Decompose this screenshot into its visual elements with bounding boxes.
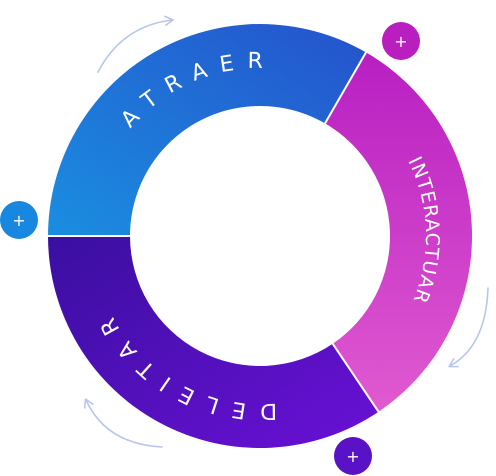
cycle-arrow-bottom-left: [83, 398, 163, 448]
cycle-arrow-top: [97, 15, 174, 73]
segment-divider: [330, 341, 381, 414]
cycle-arrow-right: [448, 287, 489, 368]
expand-button-deleitar[interactable]: +: [334, 437, 372, 475]
plus-icon: +: [346, 447, 359, 466]
segment-deleitar: [48, 236, 379, 448]
segment-atraer: [48, 24, 366, 237]
segment-divider: [323, 50, 368, 126]
plus-icon: +: [12, 211, 25, 230]
segment-interactuar: [325, 52, 472, 412]
plus-icon: +: [394, 32, 407, 51]
expand-button-atraer[interactable]: +: [0, 201, 38, 239]
expand-button-interactuar[interactable]: +: [382, 22, 420, 60]
